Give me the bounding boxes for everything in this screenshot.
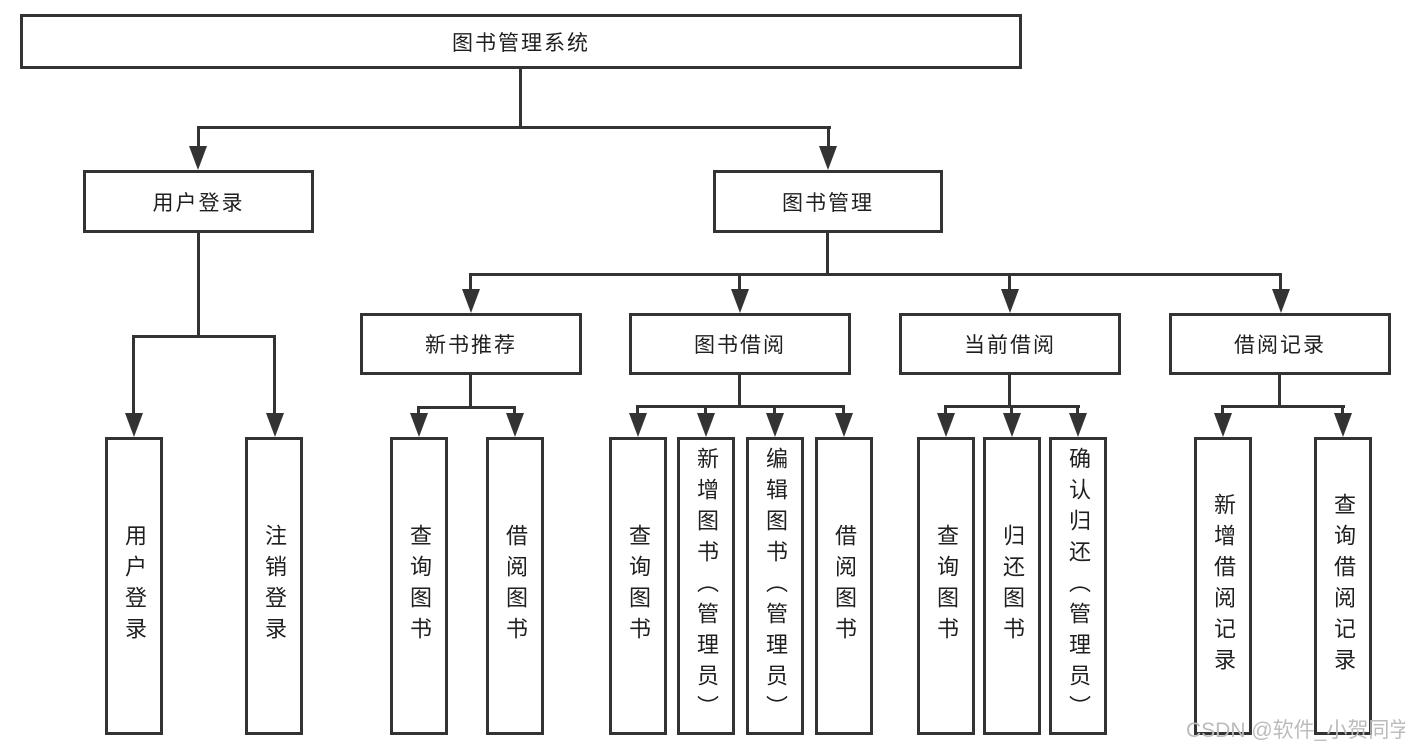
connector-v (944, 405, 947, 419)
leaf-label: 新增图书（管理员） (694, 446, 719, 726)
connector-v (1010, 405, 1013, 419)
connector-h (1221, 405, 1345, 408)
node-label: 图书管理 (782, 191, 874, 215)
arrow-down-icon (410, 413, 428, 437)
node-user-login: 用户登录 (83, 170, 314, 233)
arrow-down-icon (731, 289, 749, 313)
connector-v (636, 405, 639, 419)
connector-v (273, 335, 276, 417)
leaf-confirm-return-admin: 确认归还（管理员） (1049, 437, 1107, 735)
leaf-logout: 注销登录 (245, 437, 303, 735)
connector-v (738, 273, 741, 293)
leaf-add-books-admin: 新增图书（管理员） (677, 437, 735, 735)
leaf-label: 注销登录 (262, 524, 287, 648)
arrow-down-icon (629, 413, 647, 437)
leaf-label: 查询借阅记录 (1331, 493, 1356, 679)
node-book-management: 图书管理 (713, 170, 943, 233)
leaf-query-books-borrow: 查询图书 (609, 437, 667, 735)
connector-v (1008, 375, 1011, 405)
leaf-borrow-books: 借阅图书 (815, 437, 873, 735)
arrow-down-icon (1334, 413, 1352, 437)
connector-v (704, 405, 707, 419)
connector-v (827, 126, 830, 156)
connector-h (636, 405, 845, 408)
leaf-add-borrow-record: 新增借阅记录 (1194, 437, 1252, 735)
arrow-down-icon (697, 413, 715, 437)
connector-v (469, 375, 472, 406)
leaf-label: 查询图书 (407, 524, 432, 648)
arrow-down-icon (937, 413, 955, 437)
leaf-query-books-recommend: 查询图书 (390, 437, 448, 735)
leaf-label: 编辑图书（管理员） (763, 446, 788, 726)
node-label: 用户登录 (152, 191, 245, 215)
arrow-down-icon (189, 146, 207, 170)
connector-v (197, 233, 200, 335)
connector-v (826, 233, 829, 273)
arrow-down-icon (506, 413, 524, 437)
node-library-management-system: 图书管理系统 (20, 14, 1022, 69)
watermark: CSDN @软件_小贺同学 (1186, 719, 1405, 742)
connector-v (1278, 375, 1281, 405)
node-borrow-record: 借阅记录 (1169, 313, 1391, 375)
leaf-borrow-books-recommend: 借阅图书 (486, 437, 544, 735)
connector-v (469, 273, 472, 293)
arrow-down-icon (125, 413, 143, 437)
leaf-label: 查询图书 (934, 524, 959, 648)
connector-v (132, 335, 135, 417)
node-label: 新书推荐 (425, 334, 517, 357)
leaf-user-login: 用户登录 (105, 437, 163, 735)
node-book-borrow: 图书借阅 (629, 313, 851, 375)
connector-v (842, 405, 845, 419)
arrow-down-icon (1003, 413, 1021, 437)
leaf-query-books-current: 查询图书 (917, 437, 975, 735)
node-label: 图书管理系统 (452, 31, 590, 55)
connector-v (417, 406, 420, 418)
connector-h (417, 406, 516, 409)
arrow-down-icon (835, 413, 853, 437)
connector-h (197, 126, 831, 129)
node-label: 当前借阅 (964, 334, 1056, 357)
leaf-label: 借阅图书 (503, 524, 528, 648)
arrow-down-icon (266, 413, 284, 437)
connector-v (1279, 273, 1282, 293)
node-label: 借阅记录 (1234, 334, 1326, 357)
leaf-query-borrow-record: 查询借阅记录 (1314, 437, 1372, 735)
leaf-return-books: 归还图书 (983, 437, 1041, 735)
connector-v (1221, 405, 1224, 419)
arrow-down-icon (1069, 413, 1087, 437)
connector-v (1341, 405, 1344, 419)
arrow-down-icon (1272, 289, 1290, 313)
node-current-borrow: 当前借阅 (899, 313, 1121, 375)
leaf-label: 用户登录 (122, 524, 147, 648)
connector-h (132, 335, 276, 338)
connector-v (519, 69, 522, 126)
arrow-down-icon (1214, 413, 1232, 437)
leaf-label: 查询图书 (626, 524, 651, 648)
arrow-down-icon (1001, 289, 1019, 313)
leaf-label: 归还图书 (1000, 524, 1025, 648)
node-new-book-recommend: 新书推荐 (360, 313, 582, 375)
connector-v (513, 406, 516, 418)
arrow-down-icon (766, 413, 784, 437)
arrow-down-icon (462, 289, 480, 313)
leaf-label: 新增借阅记录 (1211, 493, 1236, 679)
connector-v (1076, 405, 1079, 419)
connector-v (773, 405, 776, 419)
connector-v (1008, 273, 1011, 293)
connector-h (469, 273, 1282, 276)
node-label: 图书借阅 (694, 334, 786, 357)
leaf-label: 确认归还（管理员） (1066, 446, 1091, 726)
connector-v (738, 375, 741, 405)
arrow-down-icon (819, 146, 837, 170)
leaf-label: 借阅图书 (832, 524, 857, 648)
leaf-edit-books-admin: 编辑图书（管理员） (746, 437, 804, 735)
connector-v (197, 126, 200, 156)
